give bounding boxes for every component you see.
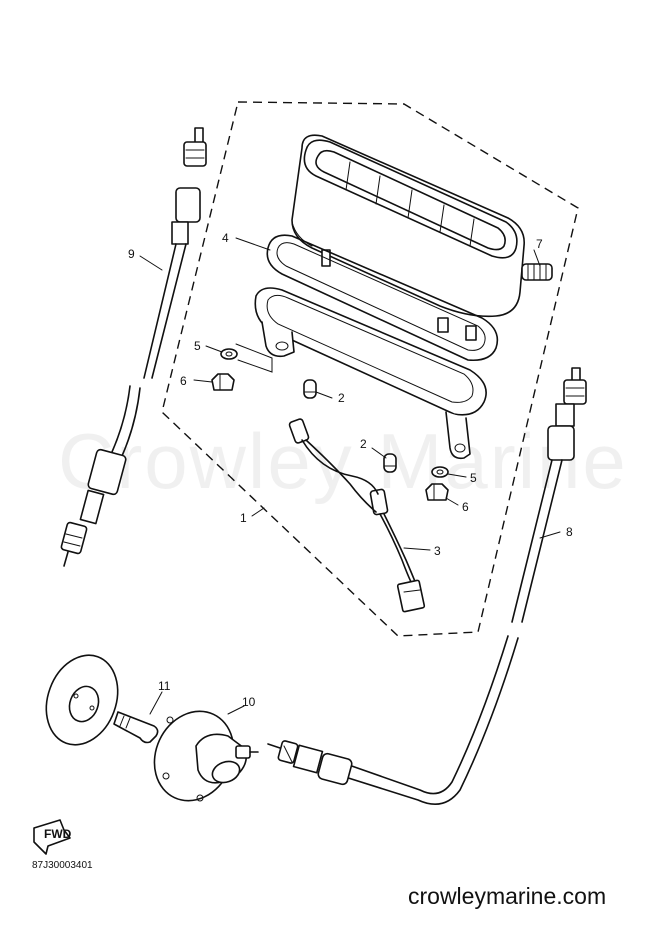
callout-2-upper: 2 (338, 391, 345, 405)
diagram-code: 87J30003401 (32, 860, 93, 871)
callout-1: 1 (240, 511, 247, 525)
bulb-lower (383, 453, 397, 473)
nut-right (425, 483, 449, 501)
leader-lines (139, 237, 561, 715)
callout-11: 11 (158, 679, 171, 693)
callout-8: 8 (566, 525, 573, 539)
drive-pin (113, 711, 159, 744)
meter-housing (291, 134, 553, 341)
cable-right (267, 367, 587, 806)
assembly-boundary (161, 101, 579, 637)
gear-unit (153, 710, 259, 802)
meter-bracket (254, 287, 487, 460)
bulb-upper (303, 379, 317, 399)
callout-7: 7 (536, 237, 543, 251)
watermark-text: Crowley Marine (58, 417, 628, 505)
callout-10: 10 (242, 695, 256, 709)
callout-4: 4 (222, 231, 229, 245)
nut-left (211, 373, 235, 391)
callout-5-right: 5 (470, 471, 477, 485)
gasket (266, 234, 499, 362)
callout-9: 9 (128, 247, 135, 261)
wire-harness (288, 418, 426, 613)
fwd-arrow-icon: FWD (33, 819, 72, 855)
cable-left (60, 127, 207, 567)
website-text: crowleymarine.com (408, 883, 606, 909)
callout-3: 3 (434, 544, 441, 558)
callout-5-left: 5 (194, 339, 201, 353)
washer-left (220, 348, 238, 360)
callout-6-left: 6 (180, 374, 187, 388)
rotor-disc (45, 654, 119, 746)
callout-2-lower: 2 (360, 437, 367, 451)
callout-6-right: 6 (462, 500, 469, 514)
washer-right (431, 466, 449, 478)
fwd-label: FWD (44, 827, 72, 841)
